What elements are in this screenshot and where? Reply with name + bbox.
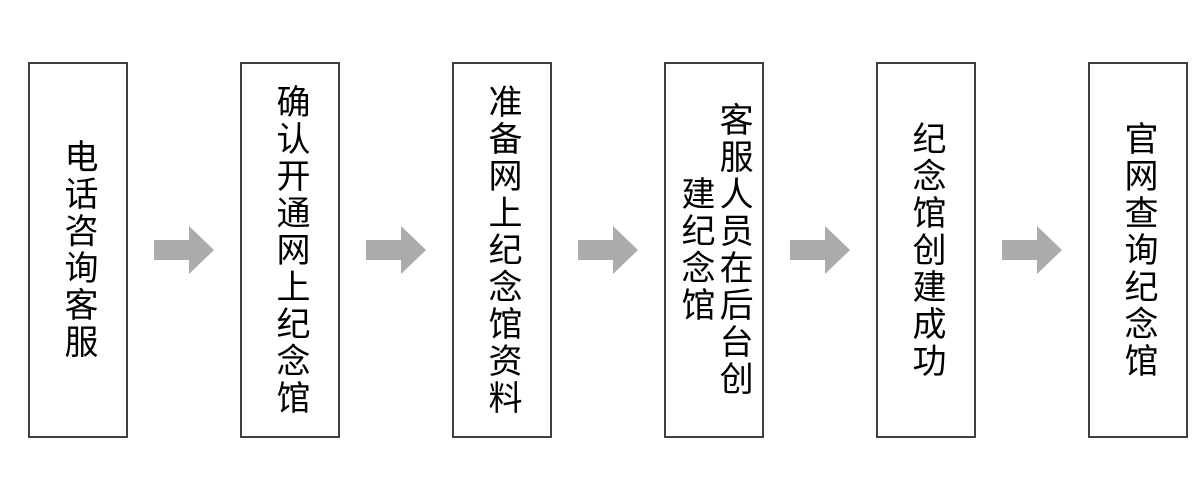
- process-step-2[interactable]: 确认开通网上纪念馆: [240, 62, 340, 438]
- arrow-right-icon: [1002, 226, 1062, 274]
- arrow-right-icon: [366, 226, 426, 274]
- process-step-3-label: 准备网上纪念馆资料: [482, 83, 523, 417]
- arrow-right-icon: [790, 226, 850, 274]
- process-step-2-label: 确认开通网上纪念馆: [270, 83, 311, 417]
- process-step-5-label: 纪念馆创建成功: [906, 120, 947, 380]
- process-step-1-label: 电话咨询客服: [58, 139, 99, 361]
- process-step-4[interactable]: 客服人员在后台创建纪念馆: [664, 62, 764, 438]
- arrow-right-icon: [154, 226, 214, 274]
- process-step-6-label: 官网查询纪念馆: [1118, 120, 1159, 380]
- arrow-right-icon: [578, 226, 638, 274]
- process-step-5[interactable]: 纪念馆创建成功: [876, 62, 976, 438]
- process-step-1[interactable]: 电话咨询客服: [28, 62, 128, 438]
- process-step-6[interactable]: 官网查询纪念馆: [1088, 62, 1188, 438]
- process-step-4-label: 客服人员在后台创建纪念馆: [675, 102, 754, 398]
- process-step-3[interactable]: 准备网上纪念馆资料: [452, 62, 552, 438]
